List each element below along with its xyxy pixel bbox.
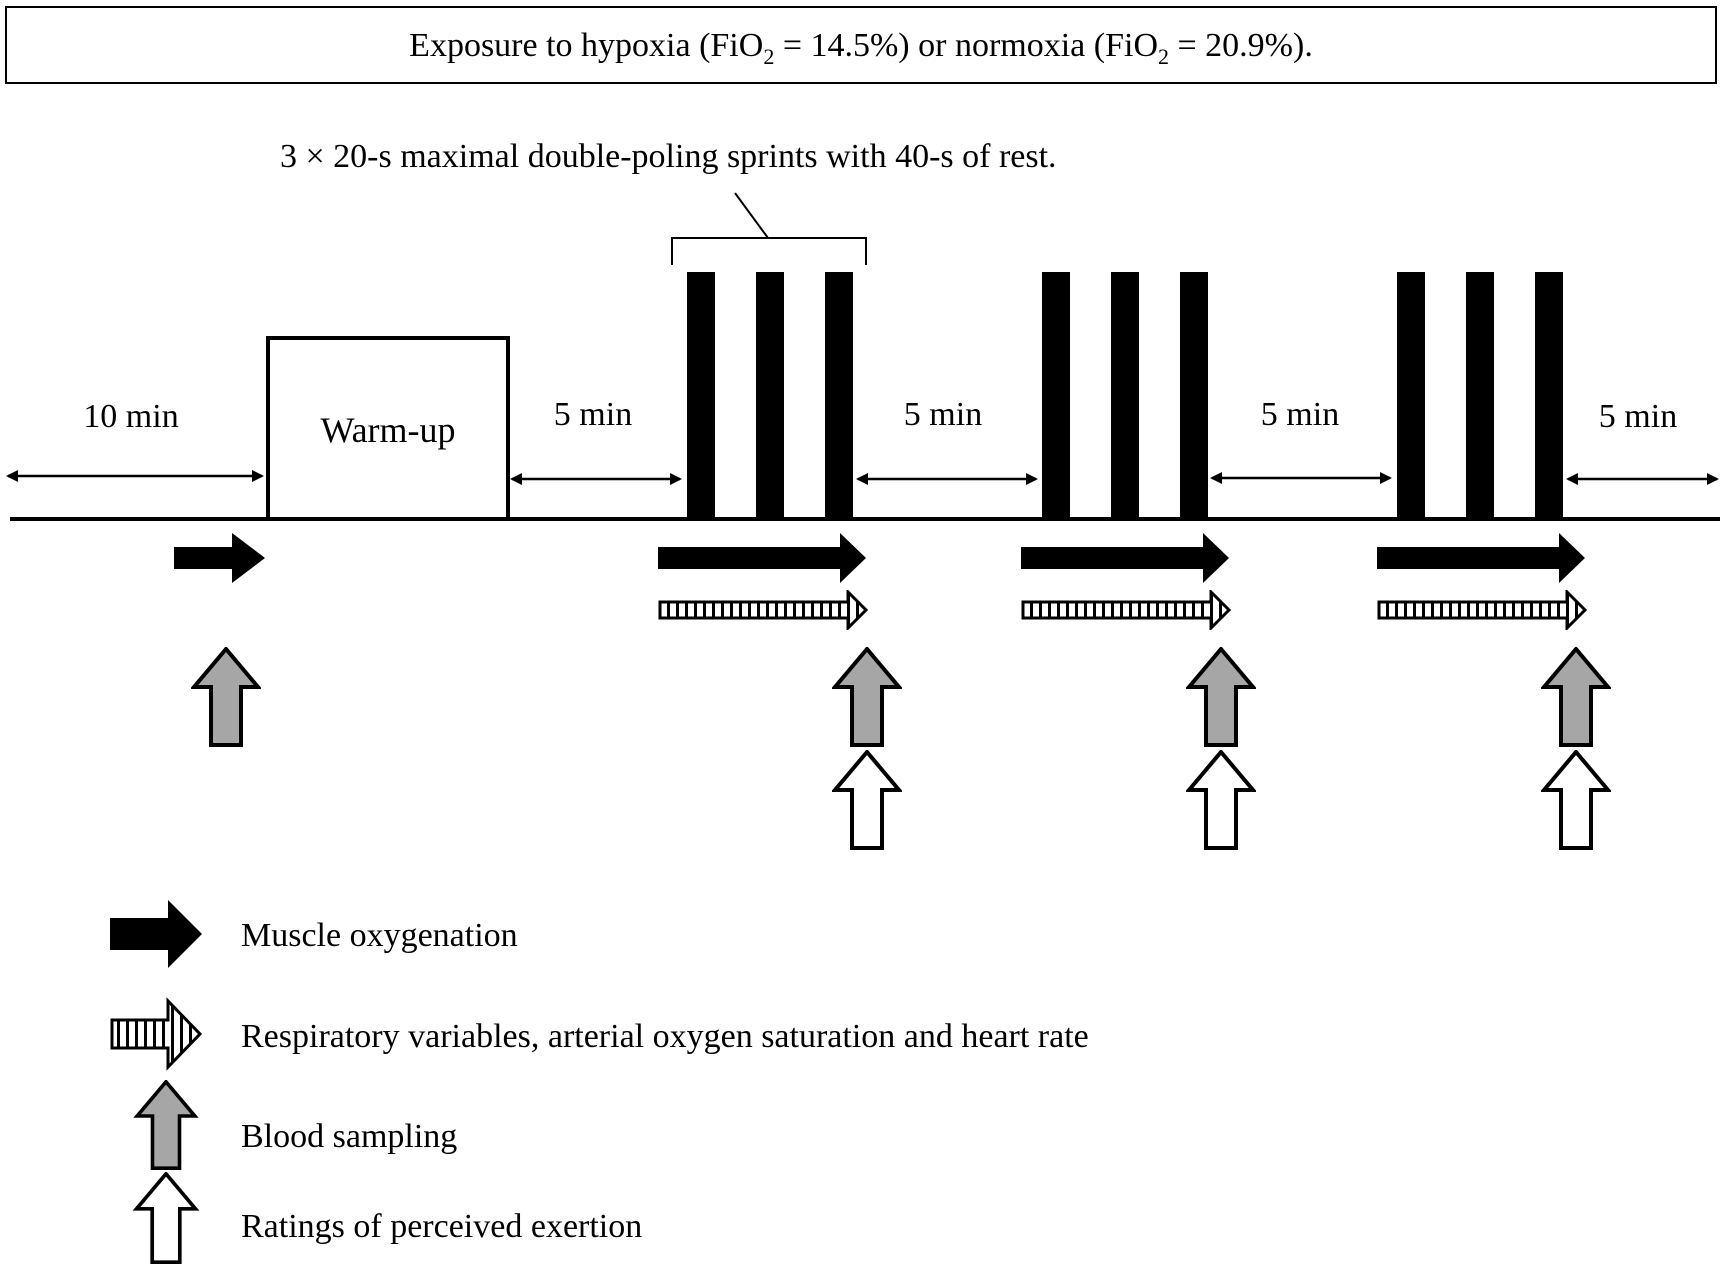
- respiratory-arrow-icon: [1021, 590, 1231, 630]
- warmup-label: Warm-up: [320, 410, 455, 450]
- header-box: [5, 6, 1717, 84]
- respiratory-arrow-icon: [658, 590, 868, 630]
- interval-label: 10 min: [83, 398, 178, 435]
- sprint-bar: [1042, 272, 1070, 519]
- legend-gray-arrow-icon: [135, 1080, 197, 1170]
- blood-sampling-arrow-icon: [192, 647, 260, 747]
- muscle-oxygenation-arrow-icon: [1377, 533, 1585, 583]
- warmup-box: [266, 336, 510, 521]
- legend-label: Blood sampling: [241, 1118, 457, 1155]
- rpe-arrow-icon: [1187, 750, 1255, 850]
- blood-sampling-arrow-icon: [1542, 647, 1610, 747]
- muscle-oxygenation-arrow-icon: [174, 533, 265, 583]
- legend: Muscle oxygenation Respiratory variables…: [110, 900, 1089, 1264]
- legend-striped-arrow-icon: [110, 997, 203, 1071]
- sprint-bar: [687, 272, 715, 519]
- sprint-bar: [1466, 272, 1494, 519]
- header-text: Exposure to hypoxia (FiO2 = 14.5%) or no…: [409, 27, 1313, 69]
- sprint-bar: [1535, 272, 1563, 519]
- interval-label: 5 min: [904, 396, 982, 433]
- legend-white-arrow-icon: [134, 1172, 198, 1264]
- sprint-bar: [825, 272, 853, 519]
- interval-label: 5 min: [1599, 398, 1677, 435]
- interval-label: 5 min: [554, 396, 632, 433]
- blood-sampling-arrow-icon: [1187, 647, 1255, 747]
- blood-sampling-arrow-icon: [833, 647, 901, 747]
- muscle-oxygenation-arrow-icon: [1021, 533, 1229, 583]
- muscle-oxygenation-arrow-icon: [658, 533, 866, 583]
- rpe-arrow-icon: [833, 750, 901, 850]
- legend-black-arrow-icon: [110, 900, 202, 968]
- sprint-bracket: [671, 237, 867, 265]
- sprint-bar: [756, 272, 784, 519]
- legend-label: Muscle oxygenation: [241, 917, 518, 954]
- sprint-leader: [734, 192, 769, 239]
- rpe-arrow-icon: [1542, 750, 1610, 850]
- legend-label: Respiratory variables, arterial oxygen s…: [241, 1018, 1089, 1055]
- sprint-note: 3 × 20-s maximal double-poling sprints w…: [280, 138, 1057, 175]
- sprint-bar: [1180, 272, 1208, 519]
- legend-label: Ratings of perceived exertion: [241, 1208, 642, 1245]
- sprint-bar: [1397, 272, 1425, 519]
- interval-label: 5 min: [1261, 396, 1339, 433]
- sprint-bar: [1111, 272, 1139, 519]
- respiratory-arrow-icon: [1377, 590, 1587, 630]
